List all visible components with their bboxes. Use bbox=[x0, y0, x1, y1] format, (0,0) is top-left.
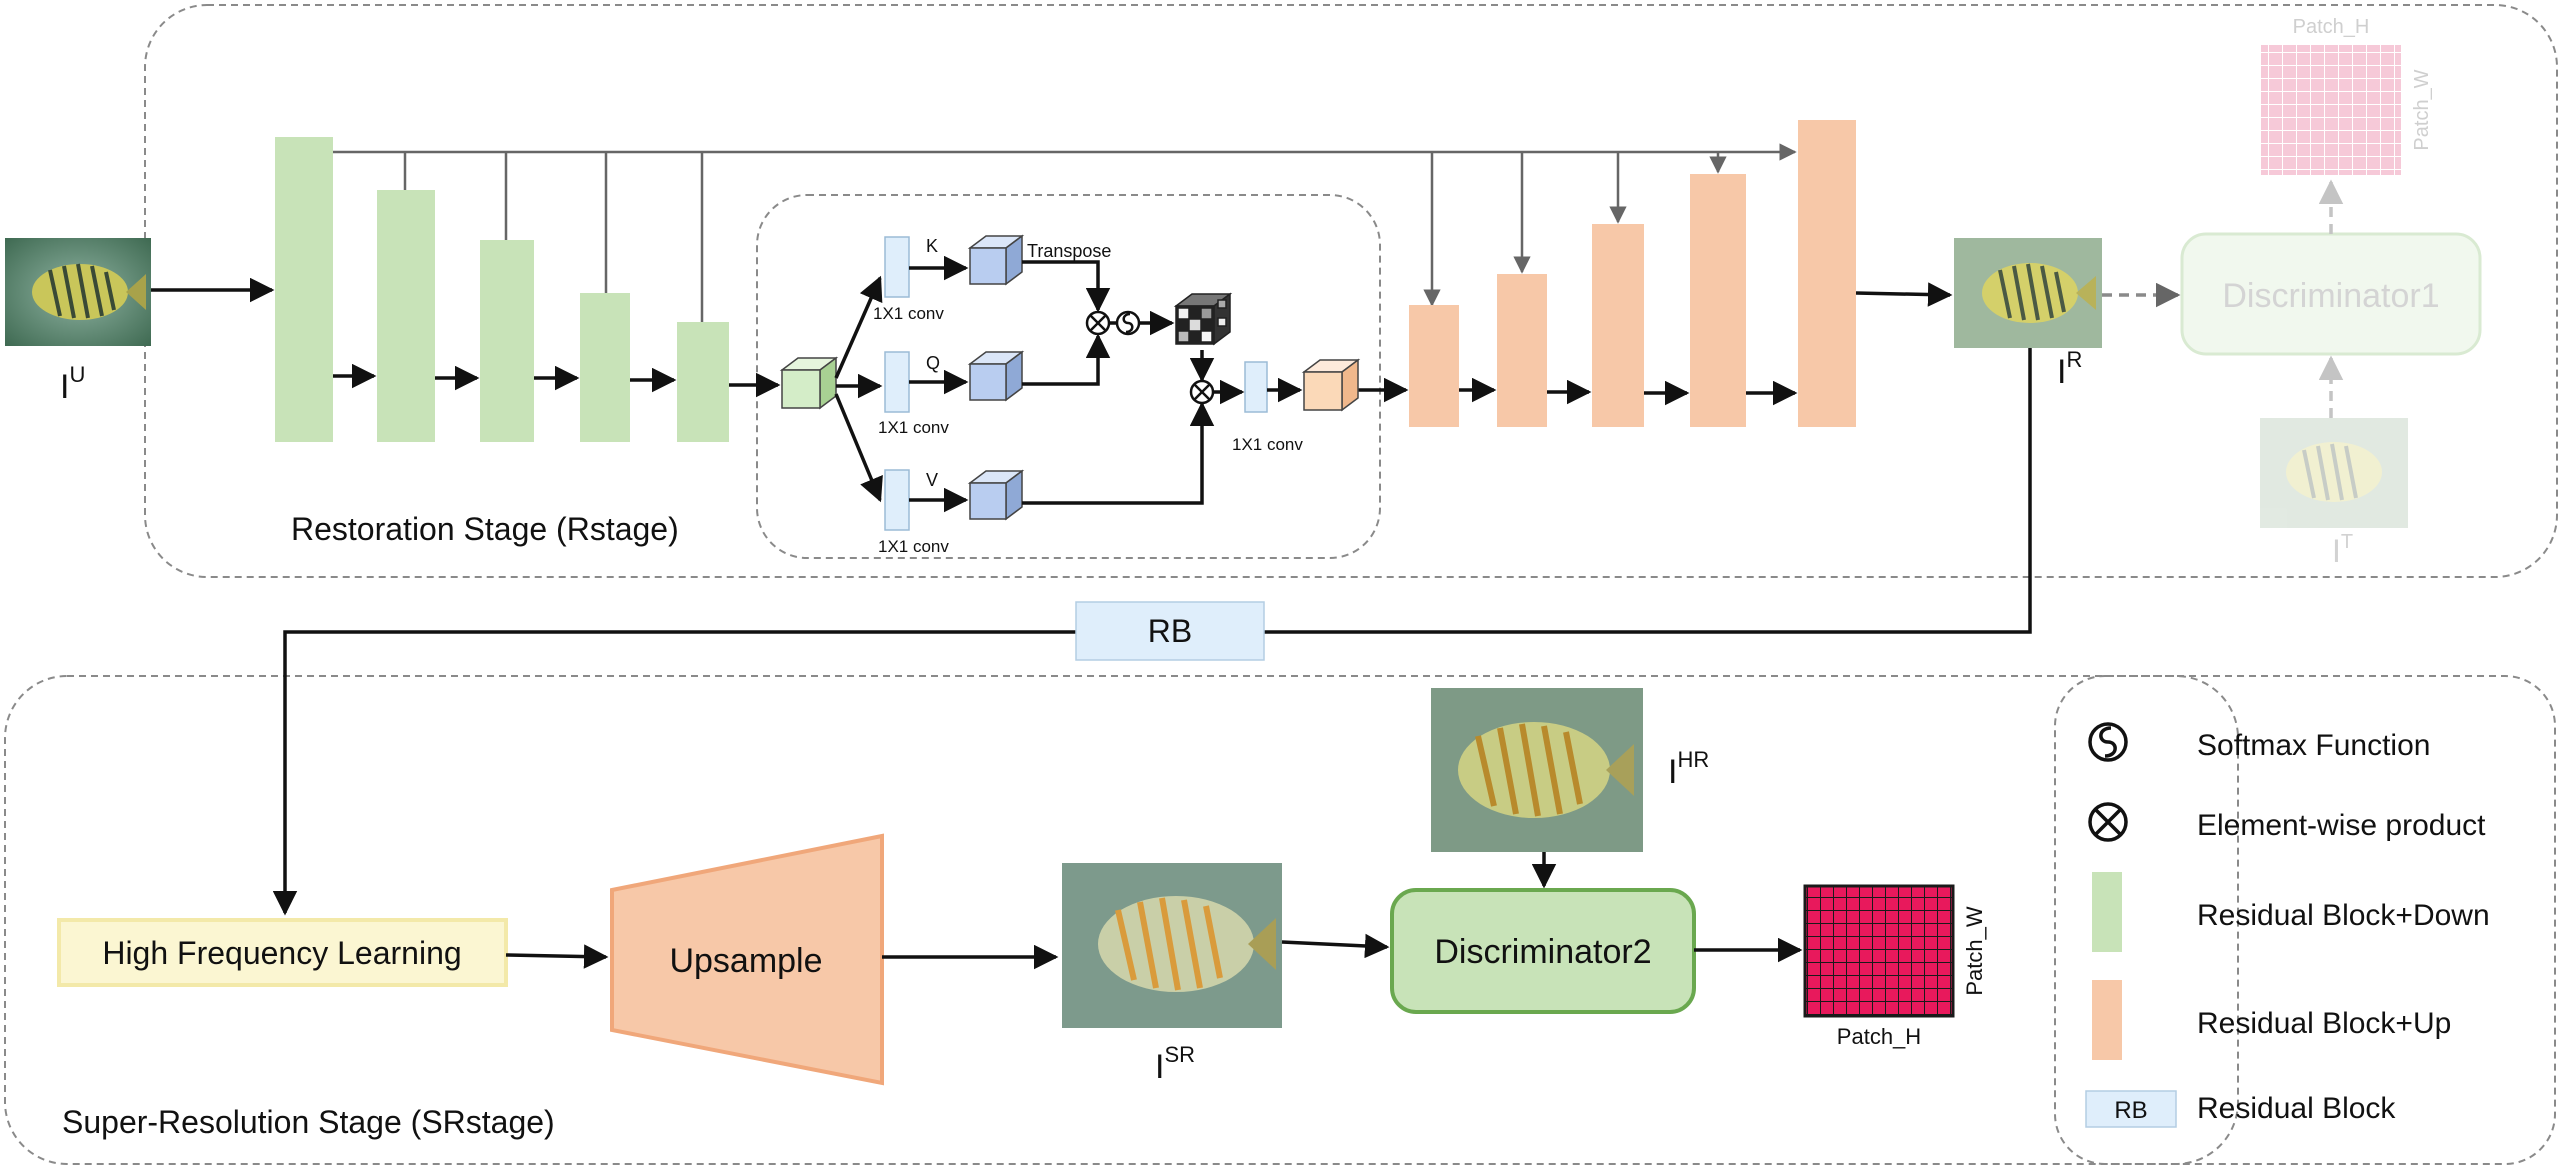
discriminator1-patch-w: Patch_W bbox=[2411, 69, 2433, 150]
down-block-3 bbox=[480, 240, 534, 442]
attention-map-cube bbox=[1173, 292, 1233, 346]
discriminator1-patch-h: Patch_H bbox=[2293, 16, 2370, 38]
output-feature-cube bbox=[1301, 358, 1361, 412]
discriminator2-label: Discriminator2 bbox=[1434, 933, 1651, 971]
discriminator1-label: Discriminator1 bbox=[2222, 277, 2439, 315]
conv-bars bbox=[884, 236, 1268, 531]
conv-k-label: 1X1 conv bbox=[873, 304, 944, 323]
green-block-swatch bbox=[2092, 872, 2122, 952]
up-block-4 bbox=[1690, 174, 1746, 427]
legend-residual-down-label: Residual Block+Down bbox=[2197, 899, 2490, 932]
restoration-stage-label: Restoration Stage (Rstage) bbox=[291, 511, 679, 547]
legend-element-wise-label: Element-wise product bbox=[2197, 809, 2486, 842]
up-block-3 bbox=[1592, 224, 1644, 427]
legend-residual-block-label: Residual Block bbox=[2197, 1092, 2396, 1125]
super-resolved-image bbox=[1062, 863, 1282, 1028]
feature-cube-green bbox=[779, 356, 839, 410]
conv-q-label: 1X1 conv bbox=[878, 418, 949, 437]
legend-residual-up-label: Residual Block+Up bbox=[2197, 1007, 2451, 1040]
high-resolution-image bbox=[1431, 688, 1643, 852]
conv-out-bar bbox=[1244, 361, 1268, 413]
discriminator2-patch-w: Patch_W bbox=[1962, 906, 1987, 995]
rb-swatch-label: RB bbox=[2114, 1097, 2147, 1124]
target-image-label: IT bbox=[2332, 531, 2353, 569]
super-resolution-stage-frame bbox=[4, 675, 2239, 1165]
skip-connections bbox=[333, 143, 1797, 322]
rb-swatch bbox=[2085, 1090, 2177, 1128]
up-blocks bbox=[1409, 120, 1856, 427]
down-block-2 bbox=[377, 190, 435, 442]
up-block-5 bbox=[1798, 120, 1856, 427]
key-cube bbox=[967, 234, 1025, 286]
orange-block-swatch bbox=[2092, 980, 2122, 1060]
softmax-icon bbox=[2088, 722, 2128, 762]
down-blocks bbox=[275, 137, 729, 442]
up-block-1 bbox=[1409, 305, 1459, 427]
high-frequency-learning-box bbox=[57, 918, 508, 987]
input-image bbox=[5, 238, 151, 346]
restored-image bbox=[1954, 238, 2102, 348]
conv-out-label: 1X1 conv bbox=[1232, 435, 1303, 454]
conv-k-bar bbox=[884, 236, 910, 298]
value-cube bbox=[967, 469, 1025, 521]
down-block-5 bbox=[677, 322, 729, 442]
conv-v-bar bbox=[884, 469, 910, 531]
discriminator1-patch-grid bbox=[2261, 45, 2401, 175]
attention-module-frame bbox=[756, 194, 1381, 559]
q-label: Q bbox=[926, 353, 940, 373]
rb-bridge-label: RB bbox=[1148, 613, 1192, 649]
super-resolution-stage-label: Super-Resolution Stage (SRstage) bbox=[62, 1104, 555, 1140]
upsample-trapezoid bbox=[610, 833, 884, 1086]
down-block-4 bbox=[580, 293, 630, 442]
high-resolution-image-label: IHR bbox=[1668, 747, 1709, 791]
target-image bbox=[2260, 418, 2408, 528]
rb-bridge-block bbox=[1075, 601, 1265, 661]
restoration-stage-frame bbox=[144, 4, 2558, 578]
k-label: K bbox=[926, 236, 938, 256]
conv-q-bar bbox=[884, 351, 910, 413]
element-wise-product-icon bbox=[2088, 802, 2128, 842]
conv-v-label: 1X1 conv bbox=[878, 537, 949, 556]
upsample-label: Upsample bbox=[669, 942, 822, 980]
legend: Softmax Function Element-wise product Re… bbox=[2085, 722, 2490, 1128]
input-image-label: IU bbox=[60, 362, 85, 406]
restored-image-label: IR bbox=[2057, 347, 2082, 391]
down-block-1 bbox=[275, 137, 333, 442]
legend-frame bbox=[2054, 675, 2556, 1165]
element-wise-product-icon bbox=[1189, 379, 1215, 405]
high-frequency-learning-label: High Frequency Learning bbox=[102, 935, 461, 971]
query-cube bbox=[967, 350, 1025, 402]
v-label: V bbox=[926, 470, 938, 490]
discriminator2-patch-grid bbox=[1803, 884, 1955, 1018]
softmax-icon bbox=[1115, 310, 1141, 336]
transpose-label: Transpose bbox=[1027, 241, 1111, 261]
super-resolved-image-label: ISR bbox=[1155, 1042, 1195, 1086]
up-block-2 bbox=[1497, 274, 1547, 427]
discriminator2-patch-h: Patch_H bbox=[1837, 1024, 1921, 1049]
legend-softmax-label: Softmax Function bbox=[2197, 729, 2430, 762]
element-wise-product-icon bbox=[1085, 310, 1111, 336]
